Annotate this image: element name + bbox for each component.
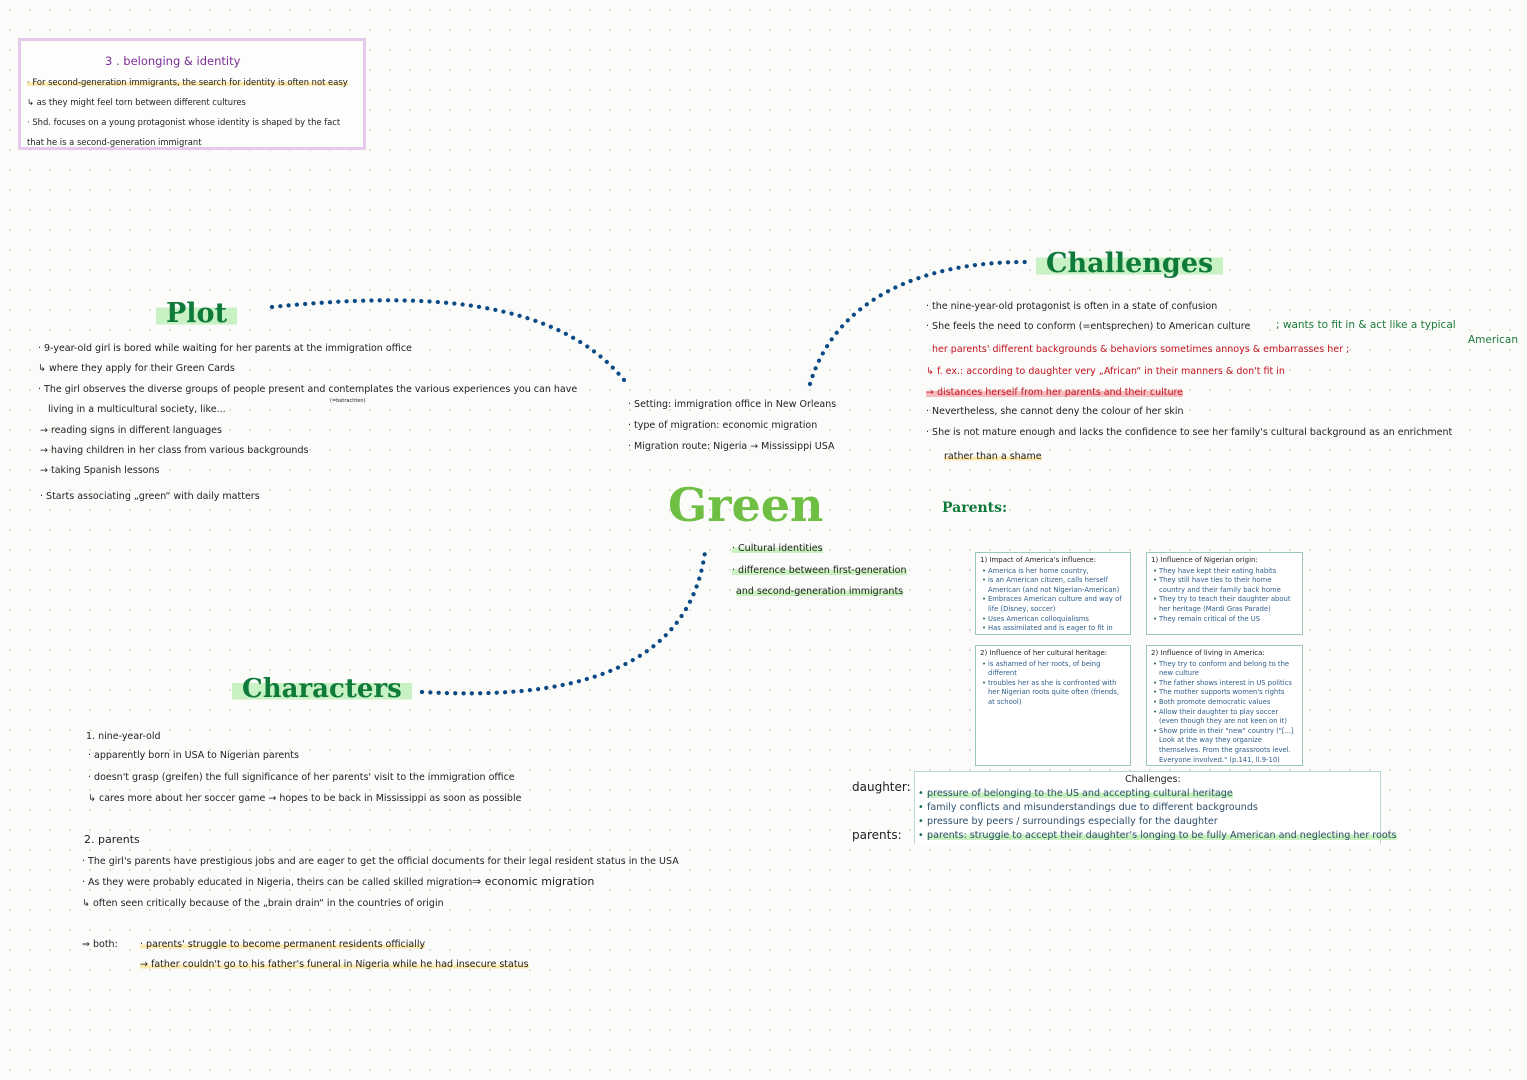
belonging-identity-box: 3 . belonging & identity · For second-ge… [18,38,366,150]
card-item: Uses American colloquialisms [982,615,1126,625]
challenges-line: · She feels the need to conform (=entspr… [926,321,1251,332]
card-item: They remain critical of the US [1153,615,1298,625]
challenge-item: parents: struggle to accept their daught… [918,829,1397,843]
plot-line: · The girl observes the diverse groups o… [38,384,578,395]
challenges-line-red: ↳ f. ex.: according to daughter very „Af… [926,366,1285,377]
card-item: Has assimilated and is eager to fit in [982,624,1126,634]
character-line: · The girl's parents have prestigious jo… [82,856,679,867]
challenges-line-red: → distances herself from her parents and… [926,387,1184,398]
card-item: The father shows interest in US politics [1153,679,1298,689]
card-title: 1) Impact of America's influence: [980,556,1096,564]
belonging-line: · Shd. focuses on a young protagonist wh… [27,117,341,127]
plot-note: (=betrachten) [330,398,366,404]
card-america-influence: 1) Impact of America's influence: Americ… [975,552,1131,635]
card-nigerian-origin: 1) Influence of Nigerian origin: They ha… [1146,552,1303,635]
character-heading-parents: 2. parents [84,833,140,846]
challenges-line: · Nevertheless, she cannot deny the colo… [926,406,1184,417]
migration-route-info: · Migration route: Nigeria → Mississippi… [628,441,835,452]
both-line: · parents' struggle to become permanent … [140,939,426,950]
challenges-line-green: ; wants to fit in & act like a typical [1276,319,1456,331]
challenges-line: rather than a shame [944,451,1042,462]
card-cultural-heritage: 2) Influence of her cultural heritage: i… [975,645,1131,766]
card-item: is an American citizen, calls herself Am… [982,576,1126,595]
challenges-box-title: Challenges: [1125,774,1181,785]
card-title: 2) Influence of living in America: [1151,649,1265,657]
plot-line: → having children in her class from vari… [40,445,309,456]
character-line: · As they were probably educated in Nige… [82,877,473,888]
card-item: Both promote democratic values [1153,698,1298,708]
plot-line: · Starts associating „green“ with daily … [40,491,260,502]
card-item: The mother supports women's rights [1153,688,1298,698]
connector-plot [269,298,631,388]
character-line: · doesn't grasp (greifen) the full signi… [88,772,515,783]
character-heading-girl: 1. nine-year-old [86,731,161,742]
connector-challenges [807,259,1028,387]
theme-line: and second-generation immigrants [736,586,904,597]
card-item: Embraces American culture and way of lif… [982,595,1126,614]
character-line: ⇒ economic migration [472,875,595,888]
theme-line: · Cultural identities [732,543,823,554]
challenges-box: Challenges: pressure of belonging to the… [914,771,1397,844]
connector-characters [419,549,708,696]
card-item: troubles her as she is confronted with h… [982,679,1126,708]
plot-line: ↳ where they apply for their Green Cards [38,363,235,374]
parents-label: parents: [852,828,902,842]
challenges-line-red: her parents' different backgrounds & beh… [932,344,1350,355]
setting-info: · Setting: immigration office in New Orl… [628,399,837,410]
daughter-label: daughter: [852,780,911,794]
belonging-identity-title: 3 . belonging & identity [105,54,241,68]
plot-line: living in a multicultural society, like.… [48,404,226,415]
plot-line: · 9-year-old girl is bored while waiting… [38,343,412,354]
character-line: ↳ cares more about her soccer game → hop… [88,793,522,804]
challenges-line-green: American [1468,334,1518,346]
character-line: ↳ often seen critically because of the „… [82,898,444,909]
challenge-item: pressure of belonging to the US and acce… [918,787,1397,801]
challenges-line: · the nine-year-old protagonist is often… [926,301,1218,312]
belonging-line: ↳ as they might feel torn between differ… [27,97,246,107]
card-item: They try to conform and belong to the ne… [1153,660,1298,679]
card-item: is ashamed of her roots, of being differ… [982,660,1126,679]
challenges-line: · She is not mature enough and lacks the… [926,427,1453,438]
belonging-line: that he is a second-generation immigrant [27,137,202,147]
central-title: Green [668,478,824,532]
card-living-in-america: 2) Influence of living in America: They … [1146,645,1303,766]
card-item: They have kept their eating habits [1153,567,1298,577]
card-item: They still have ties to their home count… [1153,576,1298,595]
characters-title: Characters [232,674,412,704]
theme-line: · difference between first-generation [732,565,907,576]
card-item: Allow their daughter to play soccer (eve… [1153,708,1298,727]
both-label: ⇒ both: [82,939,118,950]
belonging-line: · For second-generation immigrants, the … [27,77,348,87]
card-item: Show pride in their "new" country ("[...… [1153,727,1298,765]
parents-heading: Parents: [942,500,1008,516]
both-line: → father couldn't go to his father's fun… [140,959,529,970]
plot-line: → taking Spanish lessons [40,465,160,476]
card-item: They try to teach their daughter about h… [1153,595,1298,614]
card-title: 2) Influence of her cultural heritage: [980,649,1108,657]
plot-line: → reading signs in different languages [40,425,222,436]
migration-type-info: · type of migration: economic migration [628,420,818,431]
card-item: America is her home country, [982,567,1126,577]
challenges-title: Challenges [1036,248,1224,279]
card-title: 1) Influence of Nigerian origin: [1151,556,1258,564]
plot-title: Plot [156,298,238,329]
challenge-item: family conflicts and misunderstandings d… [918,801,1397,815]
challenge-item: pressure by peers / surroundings especia… [918,815,1397,829]
character-line: · apparently born in USA to Nigerian par… [88,750,299,761]
